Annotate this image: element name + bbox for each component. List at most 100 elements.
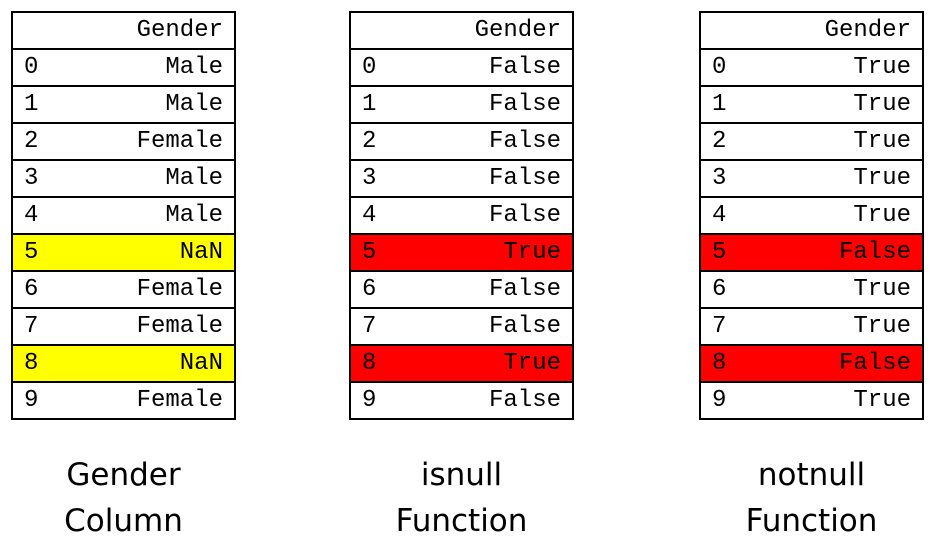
column-header: Gender xyxy=(413,11,574,50)
cell-value: False xyxy=(413,85,574,124)
row-index: 0 xyxy=(349,48,413,87)
cell-value: False xyxy=(413,48,574,87)
row-index: 6 xyxy=(349,270,413,309)
row-index: 7 xyxy=(11,307,75,346)
cell-value: False xyxy=(413,159,574,198)
row-index: 7 xyxy=(349,307,413,346)
row-index: 9 xyxy=(699,381,763,420)
row-index: 9 xyxy=(11,381,75,420)
cell-value: True xyxy=(763,307,924,346)
index-header xyxy=(349,11,413,50)
column-header: Gender xyxy=(75,11,236,50)
header-row: Gender xyxy=(699,11,924,50)
row-index: 8 xyxy=(699,344,763,383)
row-index: 2 xyxy=(11,122,75,161)
cell-value: True xyxy=(763,85,924,124)
cell-value: Male xyxy=(75,159,236,198)
cell-value: True xyxy=(413,233,574,272)
cell-value: Male xyxy=(75,196,236,235)
row-index: 3 xyxy=(699,159,763,198)
index-header xyxy=(699,11,763,50)
cell-value: True xyxy=(763,381,924,420)
row-index: 2 xyxy=(349,122,413,161)
row-index: 2 xyxy=(699,122,763,161)
cell-value: Female xyxy=(75,270,236,309)
caption-line: isnull xyxy=(420,457,503,493)
row-index: 5 xyxy=(349,233,413,272)
row-index: 3 xyxy=(11,159,75,198)
header-row: Gender xyxy=(11,11,236,50)
cell-value: NaN xyxy=(75,344,236,383)
cell-value: False xyxy=(413,196,574,235)
row-index: 4 xyxy=(699,196,763,235)
row-index: 1 xyxy=(699,85,763,124)
caption-line: Function xyxy=(395,503,528,539)
cell-value: False xyxy=(413,270,574,309)
gender-column-caption: Gender Column xyxy=(11,452,236,544)
row-index: 8 xyxy=(349,344,413,383)
row-index: 4 xyxy=(349,196,413,235)
row-index: 3 xyxy=(349,159,413,198)
row-index: 0 xyxy=(699,48,763,87)
cell-value: False xyxy=(413,122,574,161)
row-index: 1 xyxy=(349,85,413,124)
cell-value: False xyxy=(763,233,924,272)
notnull-function-caption: notnull Function xyxy=(699,452,924,544)
caption-line: notnull xyxy=(757,457,866,493)
cell-value: True xyxy=(763,196,924,235)
cell-value: Male xyxy=(75,48,236,87)
row-index: 1 xyxy=(11,85,75,124)
row-index: 8 xyxy=(11,344,75,383)
isnull-function-caption: isnull Function xyxy=(349,452,574,544)
cell-value: True xyxy=(763,48,924,87)
row-index: 0 xyxy=(11,48,75,87)
cell-value: Female xyxy=(75,307,236,346)
cell-value: False xyxy=(413,381,574,420)
cell-value: True xyxy=(763,270,924,309)
cell-value: Female xyxy=(75,122,236,161)
cell-value: Male xyxy=(75,85,236,124)
cell-value: NaN xyxy=(75,233,236,272)
row-index: 6 xyxy=(699,270,763,309)
cell-value: Female xyxy=(75,381,236,420)
index-header xyxy=(11,11,75,50)
row-index: 5 xyxy=(699,233,763,272)
caption-line: Function xyxy=(745,503,878,539)
row-index: 9 xyxy=(349,381,413,420)
caption-line: Column xyxy=(64,503,183,539)
row-index: 7 xyxy=(699,307,763,346)
cell-value: True xyxy=(763,122,924,161)
caption-line: Gender xyxy=(66,457,181,493)
column-header: Gender xyxy=(763,11,924,50)
cell-value: True xyxy=(413,344,574,383)
